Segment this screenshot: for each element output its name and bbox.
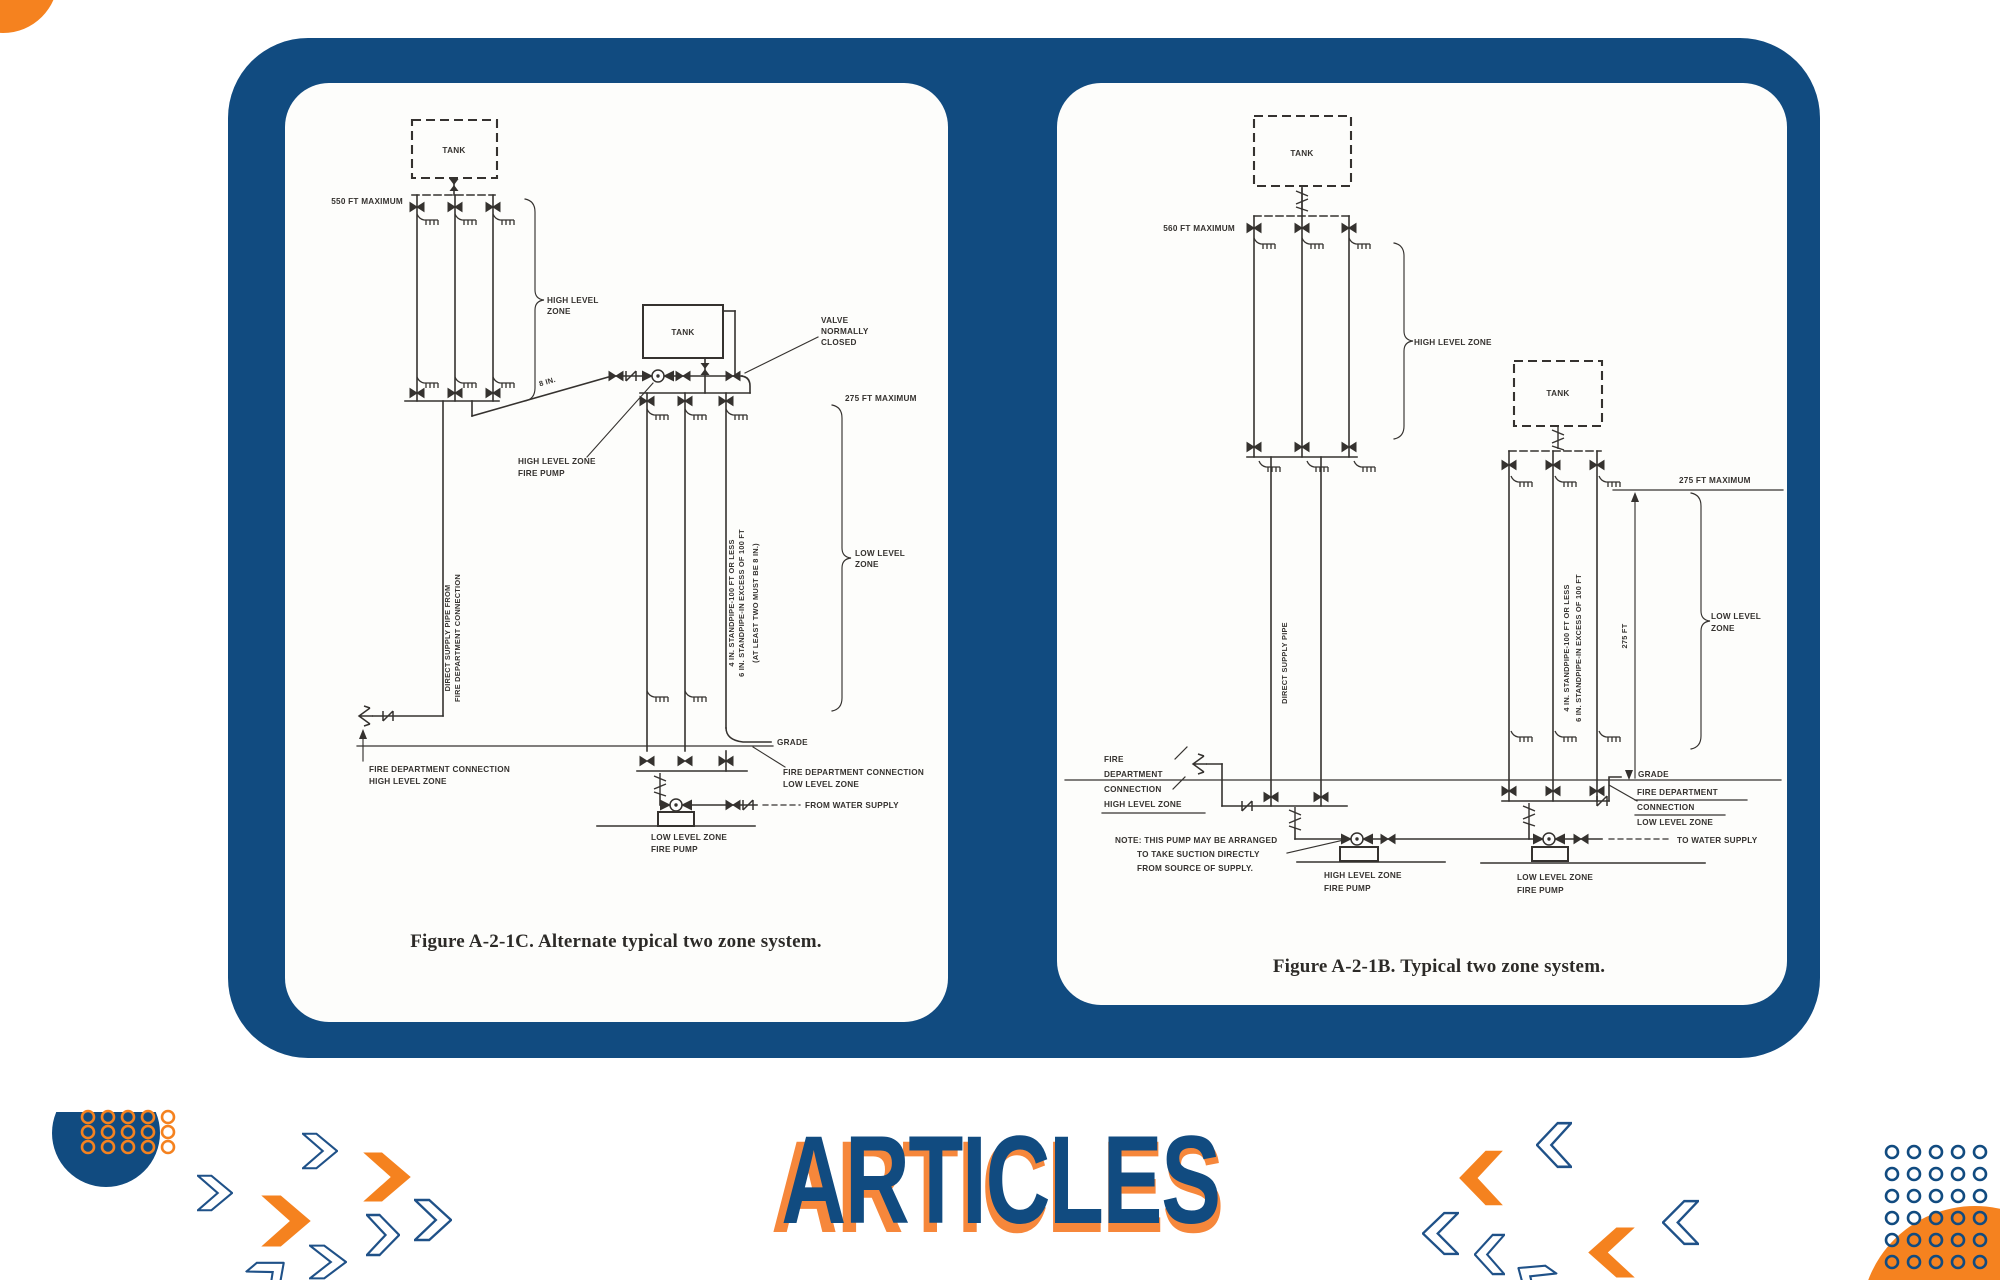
articles-title: ARTICLES ARTICLES: [0, 1118, 2000, 1253]
label-tank-lower: TANK: [671, 328, 694, 337]
low-zone-piping: 275 FT MAXIMUM LOW LEVEL ZONE 4 IN. STAN…: [639, 392, 917, 752]
label-high-zone-1: HIGH LEVEL: [547, 296, 599, 305]
orange-dots-grid: [80, 1109, 176, 1155]
label-direct-supply-2: FIRE DEPARTMENT CONNECTION: [453, 574, 462, 702]
chevron-right-icon: [309, 1244, 347, 1280]
high-zone-pump-and-tank: TANK VALVE NORMALLY CLOSED HIGH LEVEL ZO…: [518, 304, 869, 478]
label-llz-pump-1: LOW LEVEL ZONE: [1517, 873, 1593, 882]
grade-and-fdc: FIRE DEPARTMENT CONNECTION HIGH LEVEL ZO…: [1064, 746, 1782, 827]
label-560ft-max: 560 FT MAXIMUM: [1163, 224, 1235, 233]
label-llz-pump-2: FIRE PUMP: [651, 845, 698, 854]
label-standpipe-note-2: 6 IN. STANDPIPE-IN EXCESS OF 100 FT: [737, 529, 746, 677]
label-550ft-max: 550 FT MAXIMUM: [331, 197, 403, 206]
low-zone-pump-assembly: FROM WATER SUPPLY LOW LEVEL ZONE FIRE PU…: [596, 750, 899, 854]
label-tank-upper: TANK: [1290, 149, 1313, 158]
label-fdc-high-3: CONNECTION: [1104, 785, 1162, 794]
orange-circle-decoration: [1868, 1206, 2000, 1280]
label-high-zone: HIGH LEVEL ZONE: [1414, 338, 1492, 347]
label-hlz-pump-1: HIGH LEVEL ZONE: [1324, 871, 1402, 880]
label-to-water-supply: TO WATER SUPPLY: [1677, 836, 1758, 845]
label-llz-pump-2: FIRE PUMP: [1517, 886, 1564, 895]
supply-and-grade: DIRECT SUPPLY PIPE FROM FIRE DEPARTMENT …: [356, 400, 924, 789]
label-grade: GRADE: [1638, 770, 1669, 779]
label-fdc-low-1: FIRE DEPARTMENT: [1637, 788, 1718, 797]
label-fdc-low-3: LOW LEVEL ZONE: [1637, 818, 1713, 827]
figure-a-2-1b-diagram: TANK 560 FT MAXIMUM HIGH LEVEL ZONE DIRE…: [1064, 114, 1784, 977]
bottom-right-decoration: [1422, 1121, 2000, 1280]
pump-assemblies: NOTE: THIS PUMP MAY BE ARRANGED TO TAKE …: [1115, 786, 1758, 895]
label-fdc-high-1: FIRE DEPARTMENT CONNECTION: [369, 765, 510, 774]
label-standpipe-note-2: 6 IN. STANDPIPE-IN EXCESS OF 100 FT: [1574, 574, 1583, 722]
label-pump-note-2: TO TAKE SUCTION DIRECTLY: [1137, 850, 1260, 859]
label-from-water-supply: FROM WATER SUPPLY: [805, 801, 899, 810]
label-fdc-low-1: FIRE DEPARTMENT CONNECTION: [783, 768, 924, 777]
label-low-zone-1: LOW LEVEL: [1711, 612, 1761, 621]
figure-b-caption: Figure A-2-1B. Typical two zone system.: [1273, 956, 1605, 977]
label-fdc-low-2: LOW LEVEL ZONE: [783, 780, 859, 789]
label-8in: 8 IN.: [538, 375, 557, 388]
chevron-right-icon: [245, 1248, 296, 1280]
label-275ft-max: 275 FT MAXIMUM: [845, 394, 917, 403]
label-pump-note-1: NOTE: THIS PUMP MAY BE ARRANGED: [1115, 836, 1277, 845]
label-valve-note-3: CLOSED: [821, 338, 857, 347]
articles-title-text: ARTICLES: [780, 1111, 1221, 1250]
low-zone-piping: TANK 275 FT MAXIMUM 275 FT LOW LEVEL ZON…: [1501, 359, 1784, 802]
figure-a-2-1b-panel: TANK 560 FT MAXIMUM HIGH LEVEL ZONE DIRE…: [1057, 83, 1787, 1005]
figure-c-caption: Figure A-2-1C. Alternate typical two zon…: [410, 931, 822, 952]
label-standpipe-note-1: 4 IN. STANDPIPE-100 FT OR LESS: [727, 539, 736, 666]
label-direct-supply: DIRECT SUPPLY PIPE: [1280, 622, 1289, 704]
label-275ft: 275 FT: [1620, 623, 1629, 648]
label-low-zone-2: ZONE: [855, 560, 879, 569]
label-direct-supply-1: DIRECT SUPPLY PIPE FROM: [443, 585, 452, 692]
label-valve-note-2: NORMALLY: [821, 327, 869, 336]
label-low-zone-1: LOW LEVEL: [855, 549, 905, 558]
figure-a-2-1c-diagram: TANK 550 FT MAXIMUM 8 IN. HIGH LEVEL ZON…: [331, 118, 924, 952]
navy-dots-grid: [1884, 1144, 1988, 1270]
label-tank-upper: TANK: [442, 146, 465, 155]
label-high-zone-2: ZONE: [547, 307, 571, 316]
label-valve-note-1: VALVE: [821, 316, 849, 325]
label-pump-note-3: FROM SOURCE OF SUPPLY.: [1137, 864, 1253, 873]
articles-title-shadow: ARTICLES: [770, 1114, 1224, 1261]
high-zone-piping: TANK 560 FT MAXIMUM HIGH LEVEL ZONE DIRE…: [1163, 114, 1492, 807]
label-standpipe-note-1: 4 IN. STANDPIPE-100 FT OR LESS: [1562, 584, 1571, 711]
figure-a-2-1c-panel: TANK 550 FT MAXIMUM 8 IN. HIGH LEVEL ZON…: [285, 83, 948, 1022]
label-standpipe-note-3: (AT LEAST TWO MUST BE 8 IN.): [751, 543, 760, 663]
top-left-circle-decoration: [0, 0, 58, 33]
label-hlz-pump-1: HIGH LEVEL ZONE: [518, 457, 596, 466]
label-hlz-pump-2: FIRE PUMP: [518, 469, 565, 478]
high-zone-piping: TANK 550 FT MAXIMUM 8 IN. HIGH LEVEL ZON…: [331, 118, 613, 417]
label-fdc-low-2: CONNECTION: [1637, 803, 1695, 812]
chevron-left-icon: [1507, 1252, 1558, 1280]
label-fdc-high-2: HIGH LEVEL ZONE: [369, 777, 447, 786]
label-275ft-max: 275 FT MAXIMUM: [1679, 476, 1751, 485]
label-tank-lower: TANK: [1546, 389, 1569, 398]
label-low-zone-2: ZONE: [1711, 624, 1735, 633]
label-grade: GRADE: [777, 738, 808, 747]
label-hlz-pump-2: FIRE PUMP: [1324, 884, 1371, 893]
label-llz-pump-1: LOW LEVEL ZONE: [651, 833, 727, 842]
label-fdc-high-1: FIRE: [1104, 755, 1124, 764]
label-fdc-high-2: DEPARTMENT: [1104, 770, 1163, 779]
bottom-left-decoration: [52, 1109, 452, 1280]
label-fdc-high-4: HIGH LEVEL ZONE: [1104, 800, 1182, 809]
